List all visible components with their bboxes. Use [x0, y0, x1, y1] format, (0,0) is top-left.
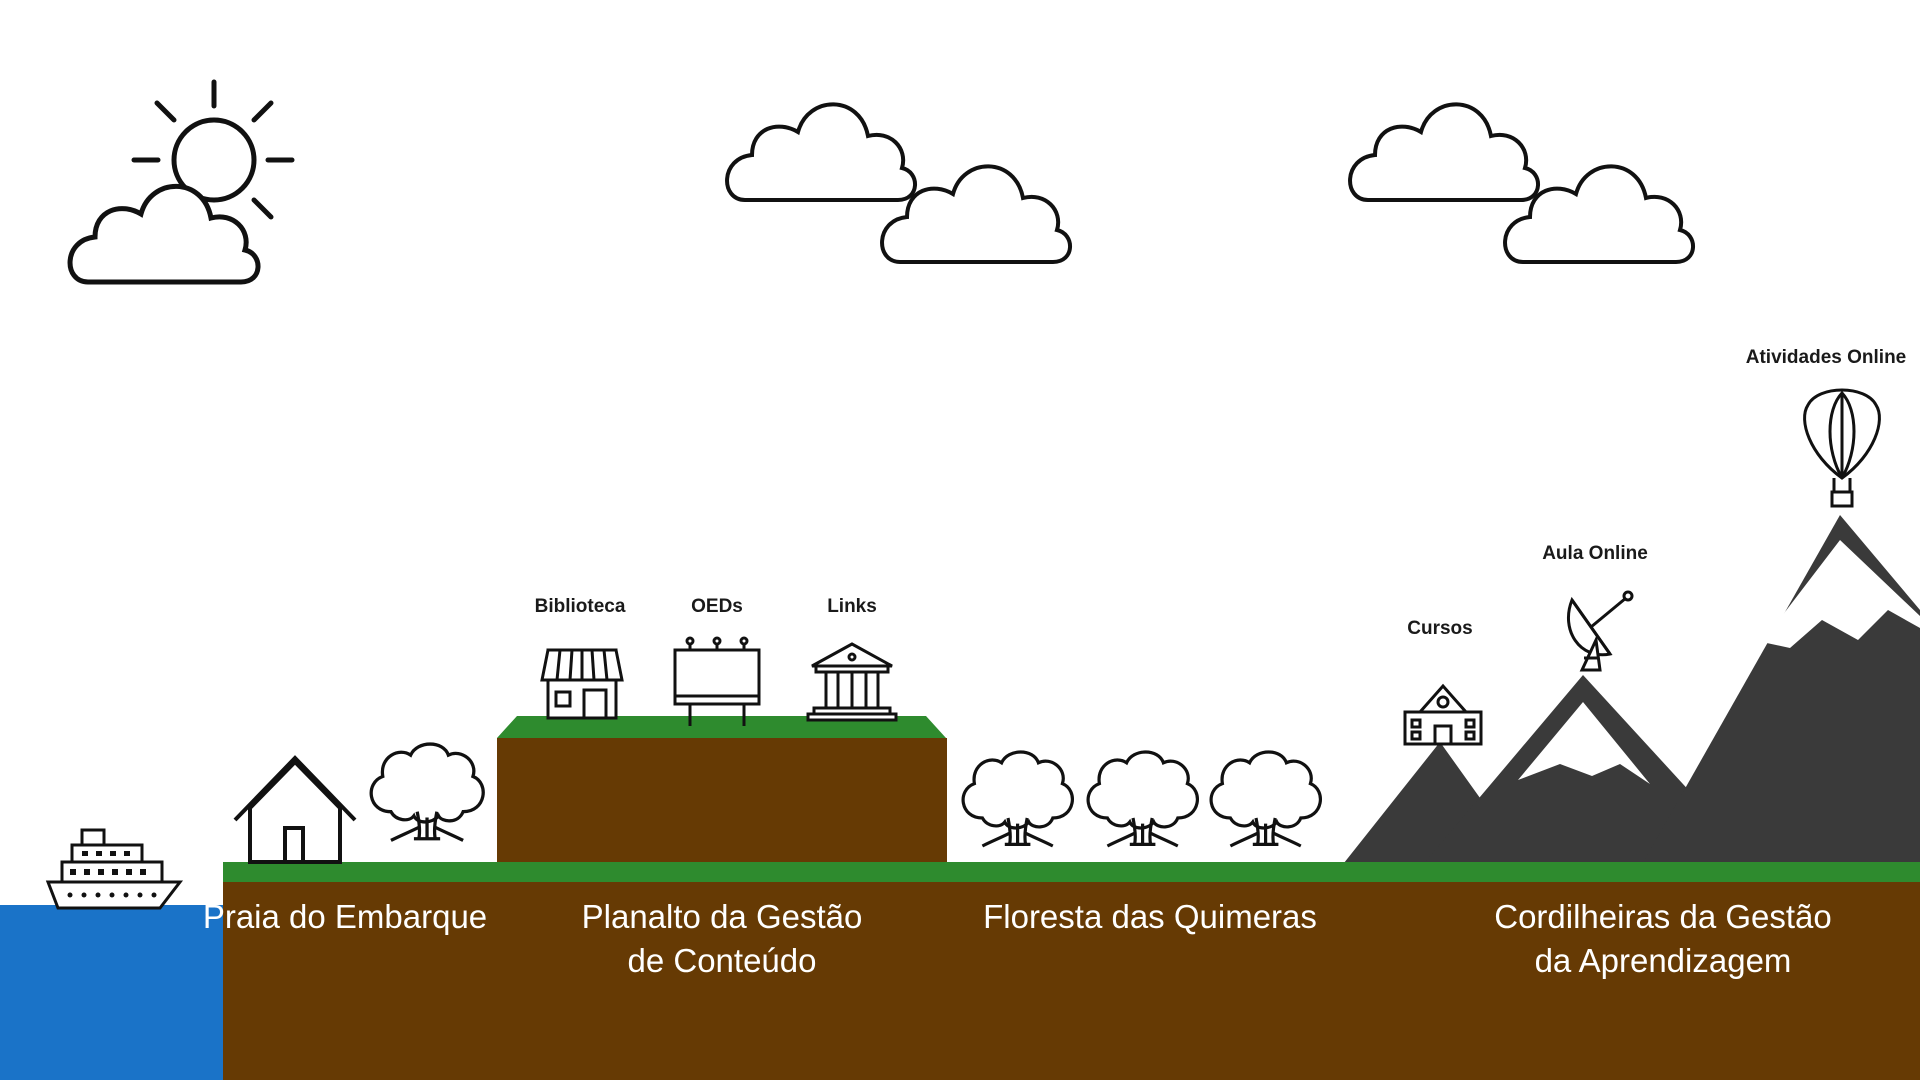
- ship-icon[interactable]: [45, 828, 184, 910]
- region-label-line: Cordilheiras da Gestão: [1494, 898, 1832, 935]
- place-label-links: Links: [827, 596, 877, 617]
- cloud-icon: [725, 102, 1073, 264]
- region-label-floresta[interactable]: Floresta das Quimeras: [983, 895, 1317, 939]
- mountain-icon: [1640, 515, 1920, 868]
- cloud-icon: [1348, 102, 1696, 264]
- tree-icon: [961, 750, 1075, 848]
- bank-icon[interactable]: [806, 642, 898, 722]
- region-label-praia[interactable]: Praia do Embarque: [203, 895, 487, 939]
- school-icon[interactable]: [1403, 683, 1483, 746]
- house-icon[interactable]: [233, 755, 357, 864]
- mountain-snow: [1518, 702, 1650, 784]
- place-label-biblioteca: Biblioteca: [534, 596, 626, 617]
- mountain-range[interactable]: [1340, 515, 1920, 868]
- mountain-snow: [1762, 540, 1920, 648]
- tree-icon: [1086, 750, 1200, 848]
- place-label-atividades-online: Atividades Online: [1745, 347, 1907, 368]
- plateau-soil: [497, 738, 947, 863]
- region-label-line: de Conteúdo: [627, 942, 817, 979]
- tree-icon: [1209, 750, 1323, 848]
- place-label-aula-online: Aula Online: [1542, 543, 1648, 564]
- satellite-dish-icon[interactable]: [1566, 590, 1634, 672]
- store-icon[interactable]: [540, 648, 624, 720]
- region-label-line: Floresta das Quimeras: [983, 898, 1317, 935]
- ground-soil: [223, 880, 1920, 1080]
- region-label-cordilheiras[interactable]: Cordilheiras da Gestão da Aprendizagem: [1494, 895, 1832, 983]
- sea: [0, 905, 225, 1080]
- sun-cloud-icon: [70, 79, 295, 282]
- hot-air-balloon-icon[interactable]: [1803, 388, 1881, 508]
- region-label-line: Praia do Embarque: [202, 898, 488, 935]
- ground-grass: [223, 862, 1920, 882]
- tree-icon: [369, 742, 485, 843]
- region-label-planalto[interactable]: Planalto da Gestão de Conteúdo: [582, 895, 863, 983]
- region-label-line: Planalto da Gestão: [581, 898, 863, 935]
- place-label-oeds: OEDs: [691, 596, 743, 617]
- billboard-icon[interactable]: [673, 636, 761, 726]
- place-label-cursos: Cursos: [1407, 618, 1473, 639]
- region-label-line: da Aprendizagem: [1534, 942, 1792, 979]
